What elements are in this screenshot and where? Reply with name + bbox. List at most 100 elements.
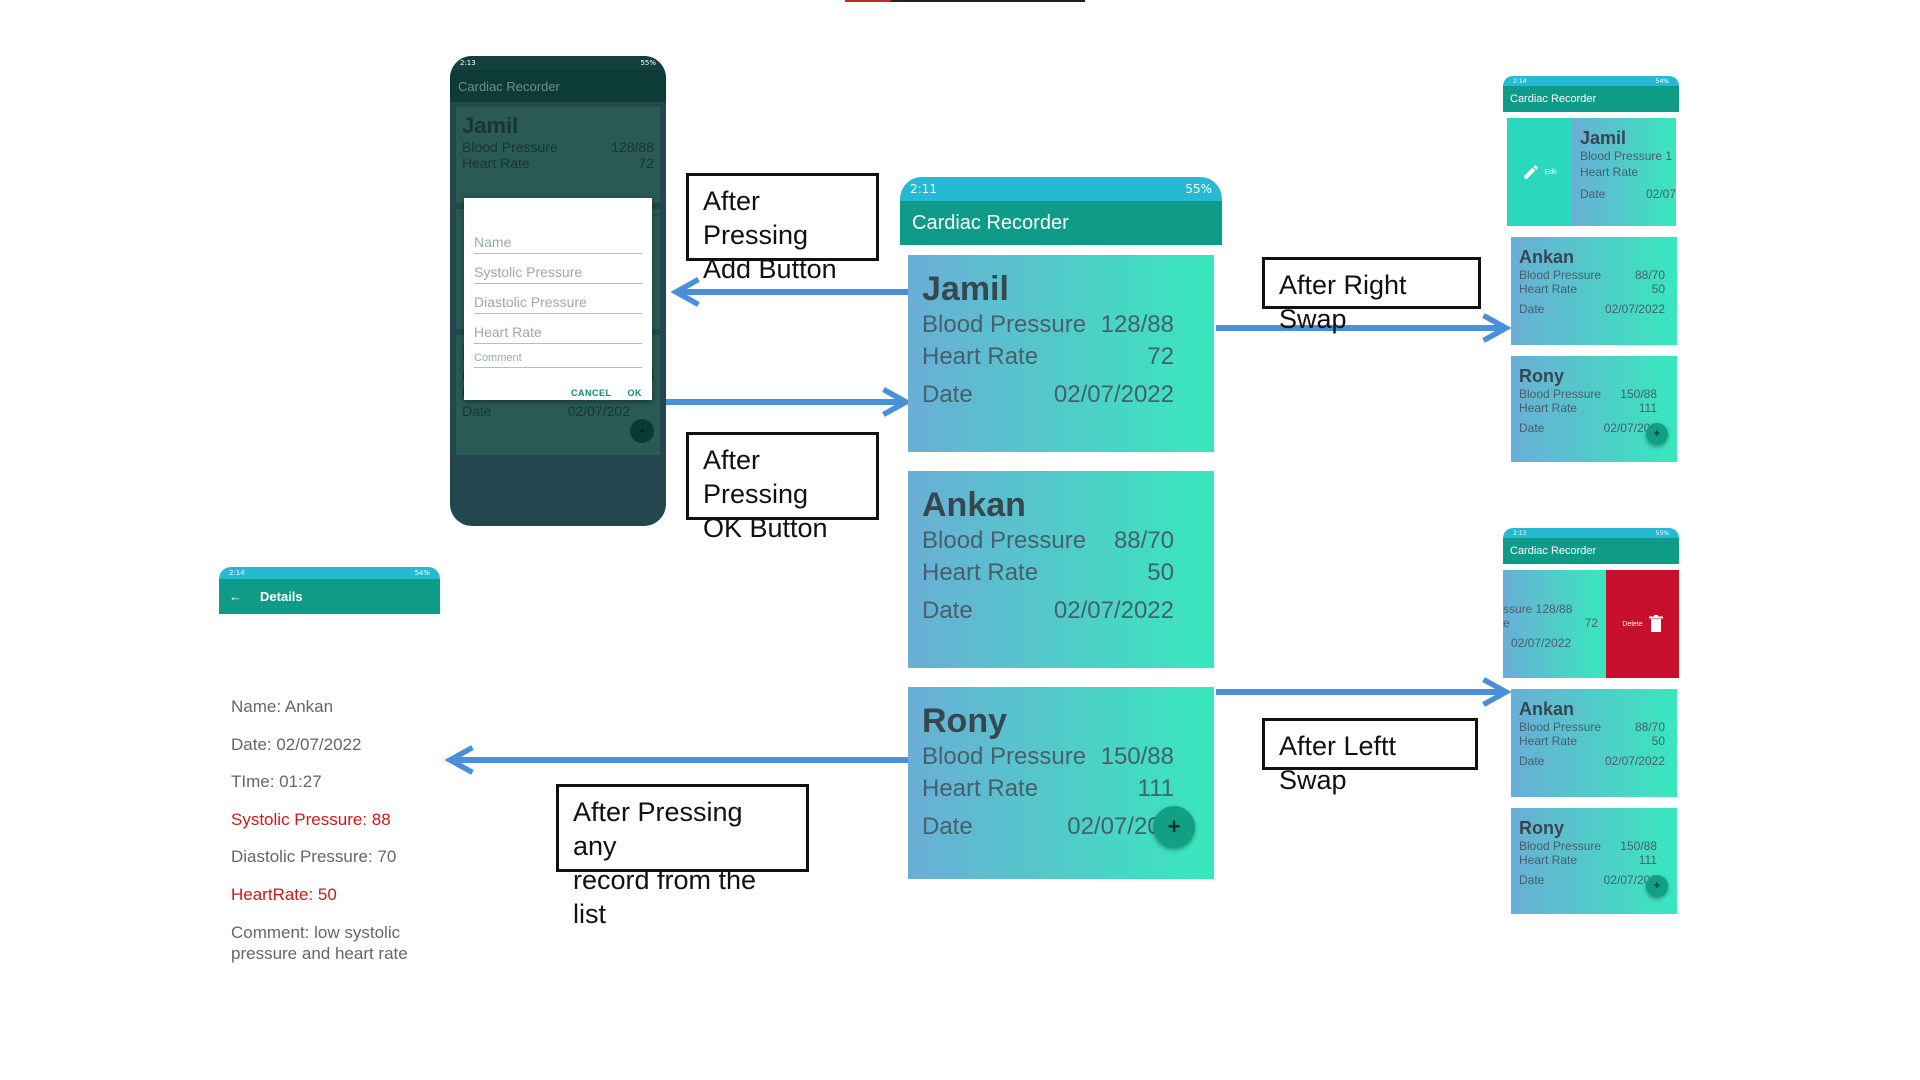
hr-label: e <box>1503 616 1510 630</box>
callout-line: After Pressing any <box>573 797 743 861</box>
hr-label: Heart Rate <box>922 775 1039 802</box>
detail-systolic: Systolic Pressure: 88 <box>231 810 391 829</box>
callout-line: Add Button <box>703 254 837 284</box>
bp-label: Blood Pressure 1 <box>1580 149 1673 163</box>
comment-line: Comment: low systolic <box>231 923 401 942</box>
bp-value: 88/70 <box>1113 527 1174 554</box>
back-arrow-icon[interactable]: ← <box>229 589 242 604</box>
app-title: Cardiac Recorder <box>1510 93 1597 105</box>
details-app-bar: ← Details <box>219 579 440 614</box>
callout-line: After Pressing <box>703 445 809 509</box>
bp-value: 150/88 <box>1620 839 1657 853</box>
date-label: Date <box>1519 873 1545 887</box>
detail-heartrate: HeartRate: 50 <box>231 885 337 904</box>
app-title: Cardiac Recorder <box>458 78 560 94</box>
callout-record-press: After Pressing any record from the list <box>556 784 809 929</box>
add-record-dialog: Name Systolic Pressure Diastolic Pressur… <box>464 198 652 400</box>
hr-label: Heart Rate <box>462 155 530 171</box>
callout-line: OK Button <box>703 513 828 543</box>
hr-value: 50 <box>1651 734 1665 748</box>
add-record-fab[interactable]: + <box>1646 423 1668 445</box>
bp-value: 128/88 <box>1100 311 1174 338</box>
status-battery: 55% <box>640 59 656 67</box>
hr-label: Heart Rate <box>1519 282 1578 296</box>
comment-field[interactable]: Comment <box>474 352 642 368</box>
date-value: 02/07/2022 <box>1053 597 1174 624</box>
name-field[interactable]: Name <box>474 234 642 254</box>
add-record-fab[interactable]: + <box>1153 806 1195 848</box>
detail-date: Date: 02/07/2022 <box>231 735 362 754</box>
hr-label: Heart Rate <box>922 343 1039 370</box>
comment-line: pressure and heart rate <box>231 944 408 963</box>
date-label: Date <box>462 403 492 419</box>
right-swap-app-bar: Cardiac Recorder <box>1503 86 1679 112</box>
record-name: Jamil <box>462 113 519 138</box>
heart-rate-field[interactable]: Heart Rate <box>474 324 642 344</box>
record-name: Rony <box>922 702 1007 740</box>
date-label: Date <box>1519 302 1545 316</box>
systolic-field[interactable]: Systolic Pressure <box>474 264 642 284</box>
dimmed-fab: + <box>630 419 654 443</box>
details-status-bar: 2:14 54% <box>219 567 440 579</box>
app-title: Cardiac Recorder <box>1510 545 1597 557</box>
record-name: Ankan <box>1519 699 1575 719</box>
detail-time: TIme: 01:27 <box>231 772 322 791</box>
cancel-button[interactable]: CANCEL <box>571 388 612 398</box>
swiped-card-jamil[interactable]: Jamil Blood Pressure 1 Heart Rate Date 0… <box>1572 118 1676 226</box>
callout-line: After Leftt Swap <box>1279 731 1397 795</box>
top-divider-line <box>845 0 1085 2</box>
date-label: Date <box>1519 754 1545 768</box>
add-record-fab[interactable]: + <box>1646 875 1668 897</box>
bp-label: Blood Pressure <box>1519 387 1602 401</box>
status-time: 2:13 <box>1513 529 1527 537</box>
left-swap-status-bar: 2:13 55% <box>1503 528 1679 538</box>
detail-diastolic: Diastolic Pressure: 70 <box>231 847 397 866</box>
callout-right-swap: After Right Swap <box>1262 257 1481 334</box>
status-time: 2:14 <box>1513 77 1527 85</box>
hr-value: 111 <box>1638 401 1657 415</box>
date-value: 02/07/2022 <box>1053 381 1174 408</box>
detail-name: Name: Ankan <box>231 697 334 716</box>
pencil-icon <box>1524 165 1539 179</box>
record-name: Jamil <box>922 270 1009 308</box>
bp-label: Blood Pressure <box>1519 720 1602 734</box>
delete-swipe-action[interactable]: Delete <box>1606 570 1679 678</box>
edit-swipe-action[interactable]: Edit <box>1507 118 1572 226</box>
callout-line: After Pressing <box>703 186 809 250</box>
top-divider-accent <box>845 0 891 2</box>
detail-comment: Comment: low systolic pressure and heart… <box>231 922 408 964</box>
bp-label: ssure 128/88 <box>1503 602 1573 616</box>
record-name: Ankan <box>922 486 1026 524</box>
hr-label: Heart Rate <box>1519 734 1578 748</box>
hr-value: 111 <box>1137 775 1174 802</box>
date-value: 02/07/2022 <box>1604 754 1665 768</box>
hr-value: 72 <box>1584 616 1598 630</box>
status-battery: 54% <box>1655 77 1669 85</box>
bp-label: Blood Pressure <box>922 527 1087 554</box>
record-name: Rony <box>1519 366 1564 386</box>
dialog-status-bar: 2:13 55% <box>450 56 666 70</box>
dialog-app-bar: Cardiac Recorder <box>450 70 666 102</box>
date-label: Date <box>922 597 973 624</box>
ok-button[interactable]: OK <box>627 388 642 398</box>
bp-label: Blood Pressure <box>1519 268 1602 282</box>
hr-label: Heart Rate <box>1580 165 1639 179</box>
bp-label: Blood Pressure <box>922 743 1087 770</box>
diastolic-field[interactable]: Diastolic Pressure <box>474 294 642 314</box>
main-status-bar: 2:11 55% <box>900 177 1222 201</box>
hr-value: 111 <box>1638 853 1657 867</box>
main-app-bar: Cardiac Recorder <box>900 201 1222 245</box>
date-label: Date <box>922 813 973 840</box>
bp-label: Blood Pressure <box>1519 839 1602 853</box>
left-swap-app-bar: Cardiac Recorder <box>1503 538 1679 564</box>
hr-value: 50 <box>1651 282 1665 296</box>
